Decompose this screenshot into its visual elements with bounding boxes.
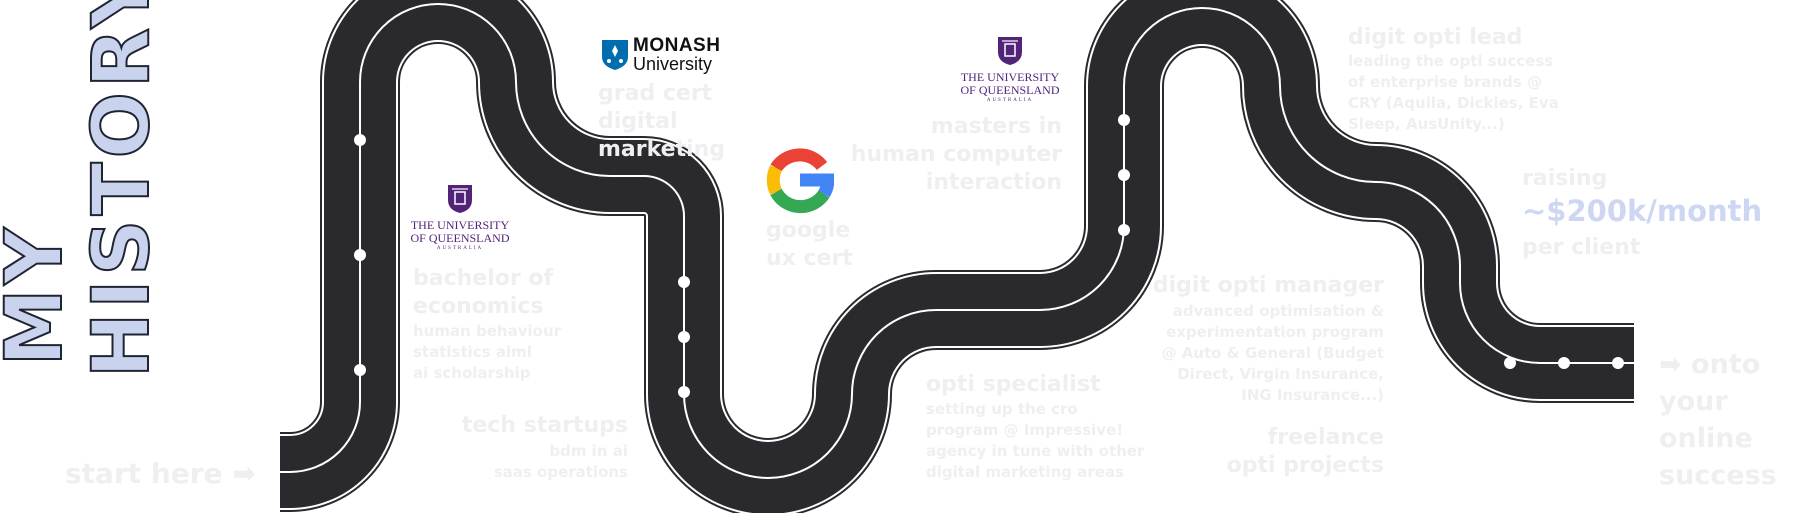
road-dot — [354, 134, 366, 146]
milestone-opti-manager-title: digit opti manager — [1152, 273, 1384, 298]
road-dot — [1504, 357, 1516, 369]
lane-line — [280, 3, 1634, 479]
road-dot — [678, 386, 690, 398]
raising-amount: ~$200k/month — [1522, 194, 1763, 228]
uq-logo: THE UNIVERSITY OF QUEENSLAND AUSTRALIA — [960, 36, 1060, 105]
monash-logo: MONASH University — [601, 36, 720, 73]
uq-crest-icon — [448, 185, 472, 213]
start-label: start here ➡ — [65, 457, 256, 490]
road-dot — [678, 331, 690, 343]
milestone-economics-title: bachelor of economics — [413, 266, 554, 319]
milestone-opti-manager-sub: advanced optimisation & experimentation … — [1161, 302, 1384, 404]
raising-pre: raising — [1522, 166, 1608, 191]
uq-crest-icon — [998, 37, 1022, 65]
google-logo — [766, 148, 834, 214]
road-dot — [354, 249, 366, 261]
milestone-freelance-title: freelance opti projects — [1226, 425, 1384, 478]
milestone-startups-sub: bdm in ai saas operations — [493, 442, 628, 481]
road-dot — [354, 364, 366, 376]
monash-shield-icon — [602, 40, 628, 70]
milestone-masters-title: masters in human computer interaction — [850, 114, 1062, 195]
road-dot — [1118, 224, 1130, 236]
raising-post: per client — [1522, 235, 1641, 260]
end-label: ➡ onto your online success — [1659, 349, 1777, 491]
road-dot — [1118, 114, 1130, 126]
road-dot — [678, 276, 690, 288]
milestone-google-title: google ux cert — [766, 218, 853, 271]
milestone-startups-title: tech startups — [461, 413, 628, 438]
road-dot — [1612, 357, 1624, 369]
milestone-opti-specialist-title: opti specialist — [926, 372, 1101, 397]
uq-logo: THE UNIVERSITY OF QUEENSLAND AUSTRALIA — [410, 184, 510, 253]
milestone-opti-specialist-sub: setting up the cro program @ Impressive!… — [926, 400, 1145, 481]
milestone-opti-lead-title: digit opti lead — [1348, 25, 1523, 50]
milestone-monash-title: grad cert digital marketing — [598, 81, 726, 162]
road-dot — [1118, 169, 1130, 181]
road-dot — [1558, 357, 1570, 369]
milestone-opti-lead-sub: leading the opti success of enterprise b… — [1348, 52, 1559, 133]
milestone-economics-sub: human behaviour statistics aiml ai schol… — [413, 322, 562, 382]
